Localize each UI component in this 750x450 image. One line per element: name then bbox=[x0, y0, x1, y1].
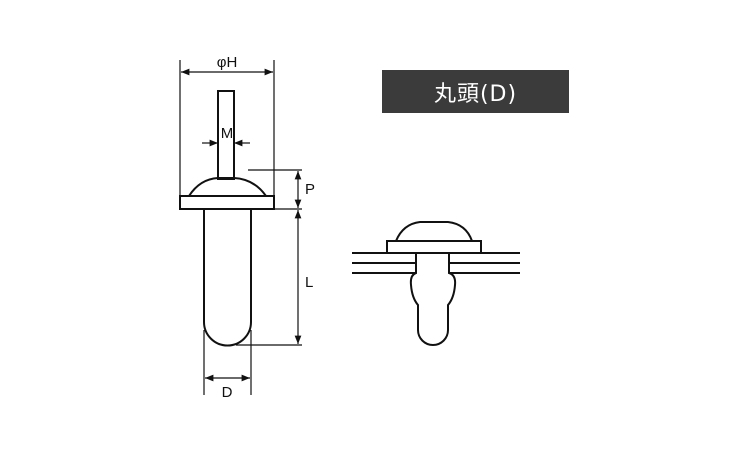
label-P: P bbox=[305, 181, 315, 198]
rivet-body bbox=[203, 209, 252, 347]
label-L: L bbox=[305, 274, 313, 291]
installed-body bbox=[409, 253, 457, 346]
installed-flange bbox=[386, 240, 482, 254]
rivet-installed-view bbox=[352, 221, 520, 346]
label-H: φH bbox=[217, 54, 238, 71]
round-head-dome bbox=[188, 177, 267, 197]
installed-dome bbox=[395, 221, 473, 242]
label-D: D bbox=[222, 384, 233, 401]
dimension-lines bbox=[179, 60, 302, 395]
flange bbox=[179, 195, 275, 210]
label-M: M bbox=[221, 125, 234, 142]
rivet-side-view bbox=[179, 90, 275, 347]
head-type-label: 丸頭(D) bbox=[382, 70, 569, 113]
